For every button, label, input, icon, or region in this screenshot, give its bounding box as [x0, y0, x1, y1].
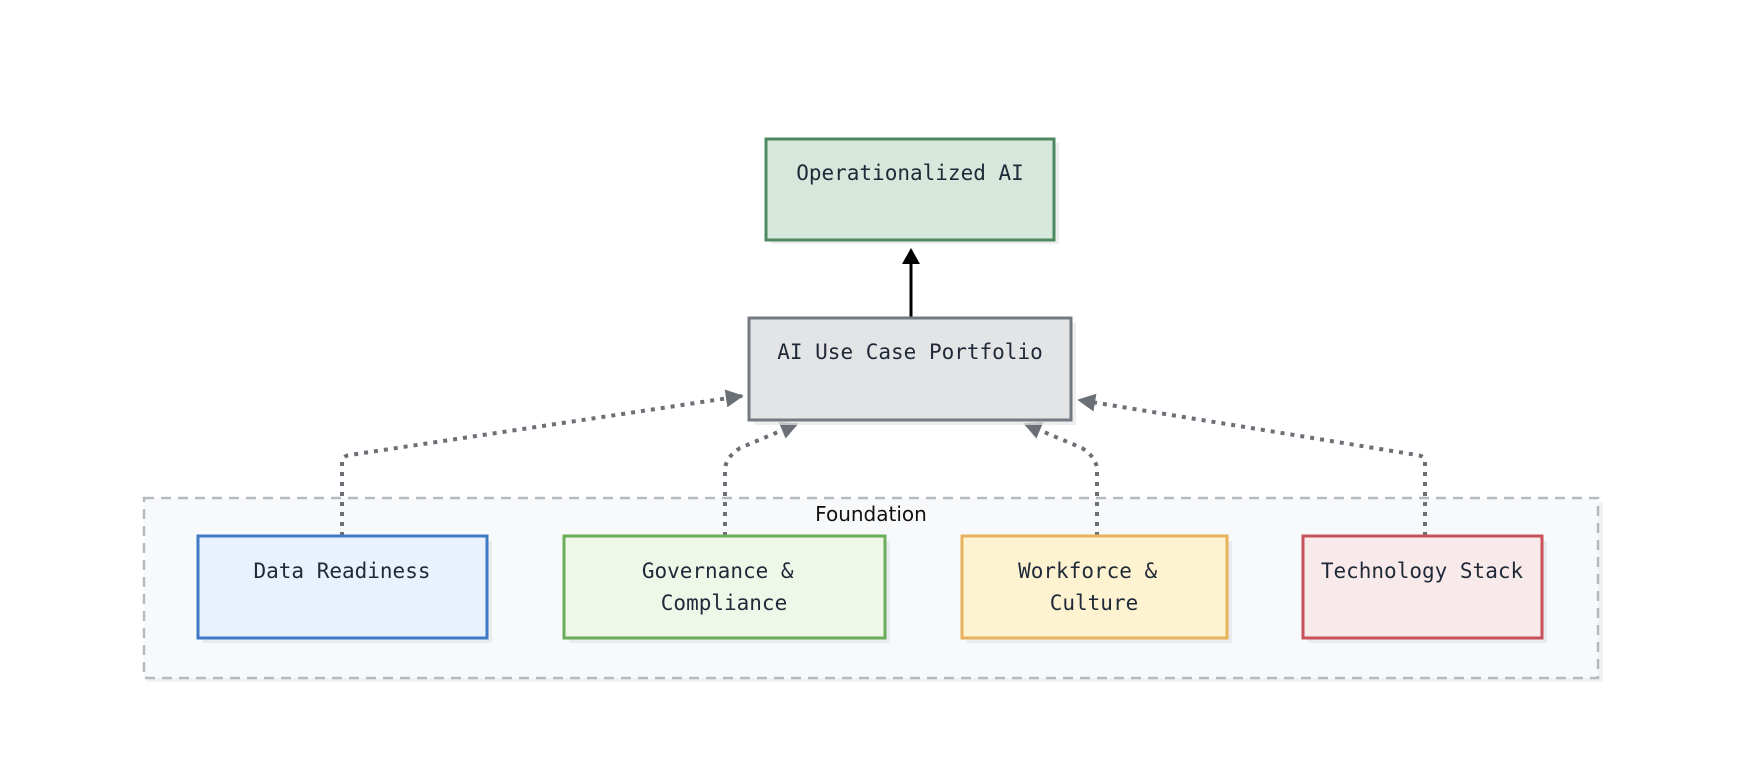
node-data-readiness: Data Readiness	[196, 534, 492, 643]
node-workforce-culture-label-line2: Culture	[1050, 591, 1139, 615]
edge-workforce-to-portfolio	[1023, 421, 1099, 536]
node-ai-use-case-portfolio: AI Use Case Portfolio	[747, 316, 1076, 425]
node-workforce-culture-label-line1: Workforce &	[1018, 559, 1157, 583]
node-governance-compliance: Governance & Compliance	[562, 534, 890, 643]
edge-governance-to-portfolio	[723, 421, 799, 536]
edge-portfolio-to-operationalized-arrowhead	[902, 248, 920, 264]
node-workforce-culture-box	[960, 534, 1229, 640]
node-technology-stack: Technology Stack	[1301, 534, 1547, 643]
node-technology-stack-label: Technology Stack	[1321, 559, 1524, 583]
node-governance-compliance-box	[562, 534, 887, 640]
node-workforce-culture: Workforce & Culture	[960, 534, 1232, 643]
node-workforce-culture-label: Workforce & Culture	[1018, 559, 1170, 615]
node-governance-compliance-label-line1: Governance &	[642, 559, 794, 583]
node-operationalized-ai-label: Operationalized AI	[796, 161, 1024, 185]
node-data-readiness-label: Data Readiness	[253, 559, 430, 583]
node-operationalized-ai: Operationalized AI	[764, 137, 1059, 244]
foundation-group-label: Foundation	[815, 502, 927, 526]
node-operationalized-ai-box	[764, 137, 1056, 242]
node-governance-compliance-label: Governance & Compliance	[642, 559, 806, 615]
node-technology-stack-box	[1301, 534, 1544, 640]
node-governance-compliance-label-line2: Compliance	[661, 591, 787, 615]
node-ai-use-case-portfolio-label: AI Use Case Portfolio	[777, 340, 1043, 364]
node-ai-use-case-portfolio-box	[747, 316, 1073, 422]
node-data-readiness-box	[196, 534, 489, 640]
